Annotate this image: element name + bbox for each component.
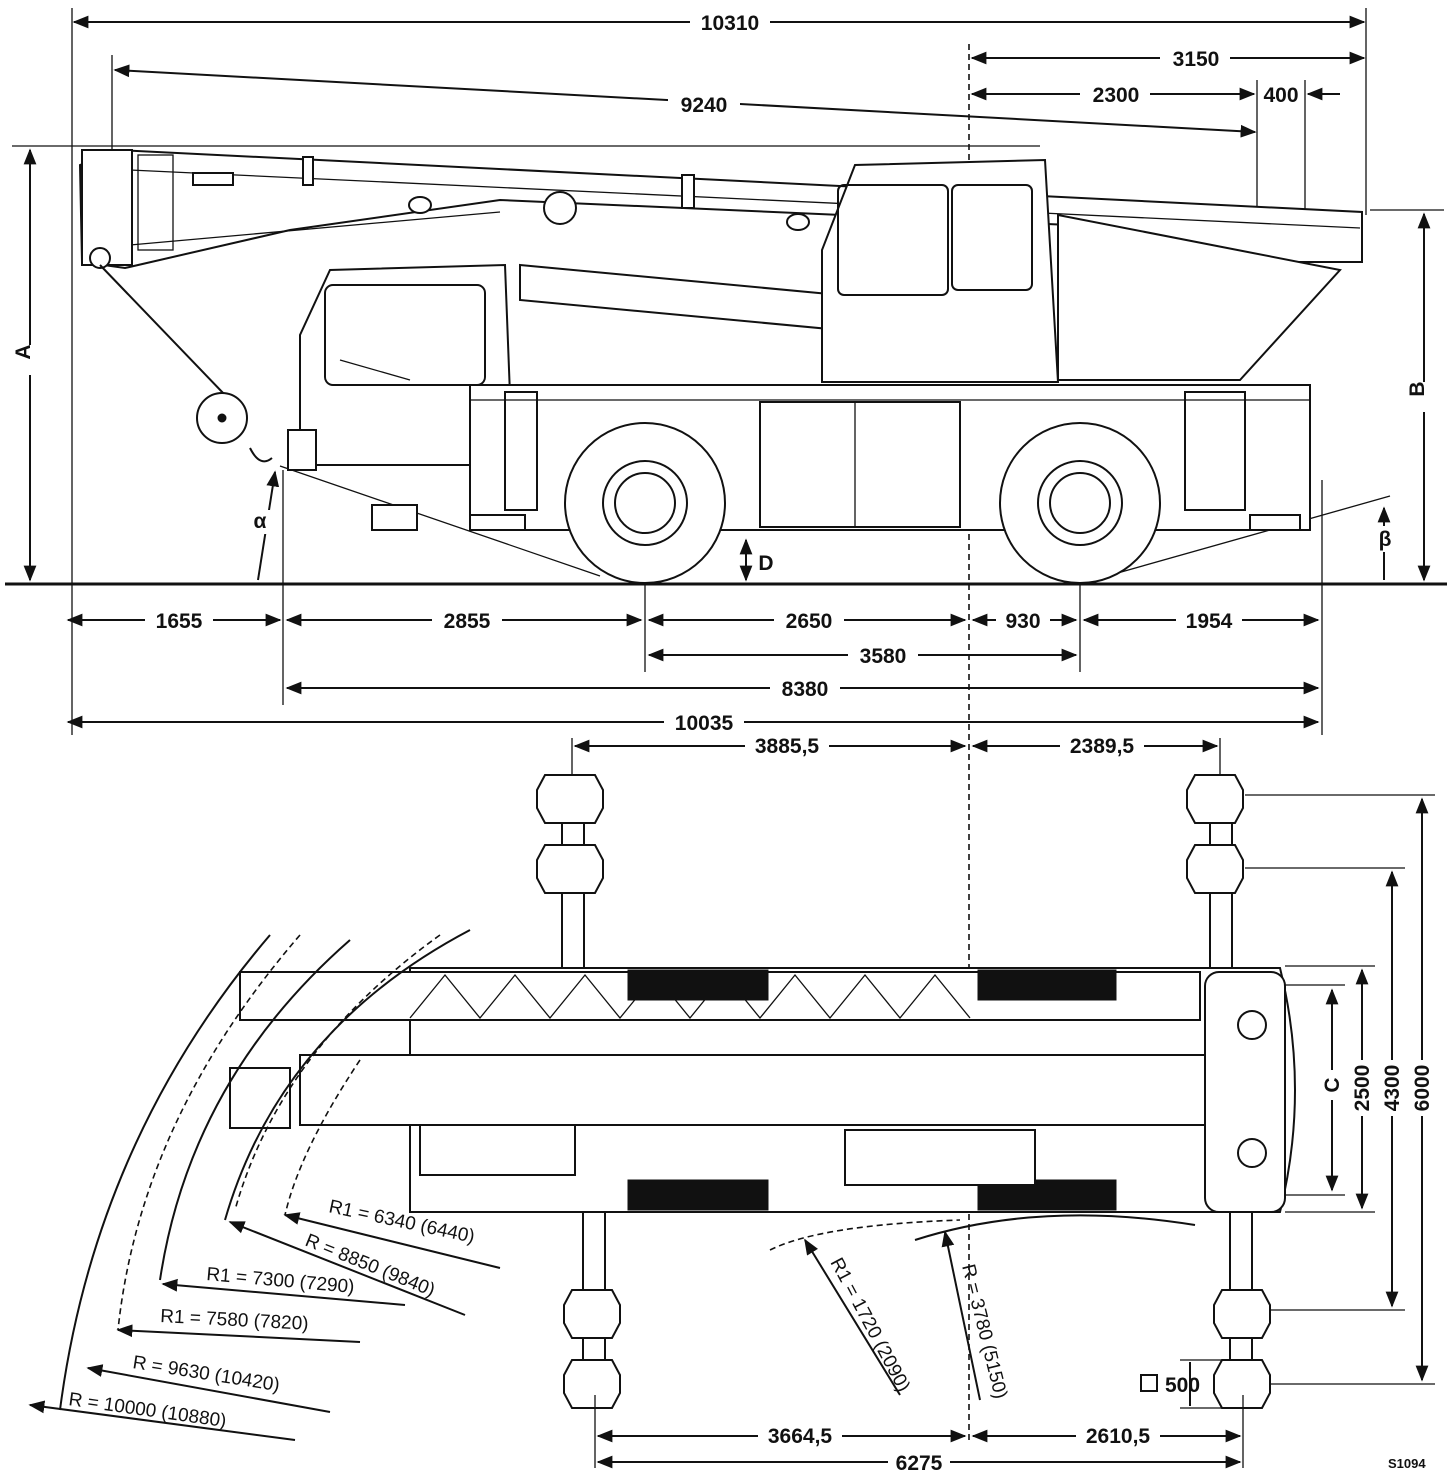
- dim-overall-length: 10035: [675, 712, 734, 735]
- dim-rear-400: 400: [1263, 84, 1298, 107]
- crane-operator-cab: [821, 158, 1060, 383]
- radius-label-inner-1: R1 = 1720 (2090): [826, 1254, 914, 1395]
- main-boom-top: [299, 1054, 1221, 1126]
- dim-wheelbase: 3580: [860, 645, 907, 668]
- angle-beta: β: [1379, 528, 1392, 551]
- dim-wheelbase-part: 2650: [786, 610, 833, 633]
- radius-label-6: R = 10000 (10880): [67, 1389, 227, 1432]
- dim-rear-overhang: 1954: [1186, 610, 1233, 633]
- dim-width-c: C: [1321, 1077, 1344, 1092]
- dim-bottom-rear: 2610,5: [1086, 1425, 1151, 1448]
- dim-width-4300: 4300: [1381, 1065, 1404, 1112]
- dim-bottom-total: 6275: [896, 1452, 943, 1472]
- counterweight: [1057, 213, 1342, 381]
- dim-axle-to-center: 930: [1005, 610, 1040, 633]
- dim-outrigger-front: 3885,5: [755, 735, 820, 758]
- side-view: 10310 9240 3150 2300 400 A B α β D: [5, 8, 1447, 1440]
- boom-head-top: [229, 1067, 291, 1129]
- dim-bottom-front: 3664,5: [768, 1425, 833, 1448]
- tyre-front-right: [627, 1179, 769, 1211]
- crane-side-illustration: [78, 148, 1363, 584]
- dim-front-to-axle: 2855: [444, 610, 491, 633]
- angle-alpha: α: [254, 510, 267, 533]
- tyre-rear-left: [977, 969, 1117, 1001]
- dim-overall-length-top: 10310: [701, 12, 759, 35]
- dim-rear-3150: 3150: [1173, 48, 1220, 71]
- dim-pad-size: 500: [1165, 1374, 1200, 1397]
- boom-head: [81, 149, 133, 266]
- dim-boom-length: 9240: [681, 94, 728, 117]
- dim-width-2500: 2500: [1351, 1065, 1374, 1112]
- dim-height-a: A: [12, 344, 35, 359]
- radius-label-4: R1 = 7580 (7820): [160, 1306, 309, 1335]
- radius-label-3: R1 = 7300 (7290): [206, 1264, 356, 1298]
- dim-width-6000: 6000: [1411, 1065, 1434, 1112]
- ground-clearance-d: D: [758, 552, 773, 575]
- dim-chassis-length: 8380: [782, 678, 829, 701]
- dim-front-overhang: 1655: [156, 610, 203, 633]
- dim-height-b: B: [1406, 381, 1429, 396]
- dim-rear-2300: 2300: [1093, 84, 1140, 107]
- tyre-front-left: [627, 969, 769, 1001]
- top-view: 3885,5 2389,5: [28, 734, 1435, 1472]
- lift-cylinder: [519, 263, 841, 332]
- outriggers: [536, 774, 1271, 1409]
- figure-code: S1094: [1388, 1456, 1426, 1471]
- dim-outrigger-rear: 2389,5: [1070, 735, 1135, 758]
